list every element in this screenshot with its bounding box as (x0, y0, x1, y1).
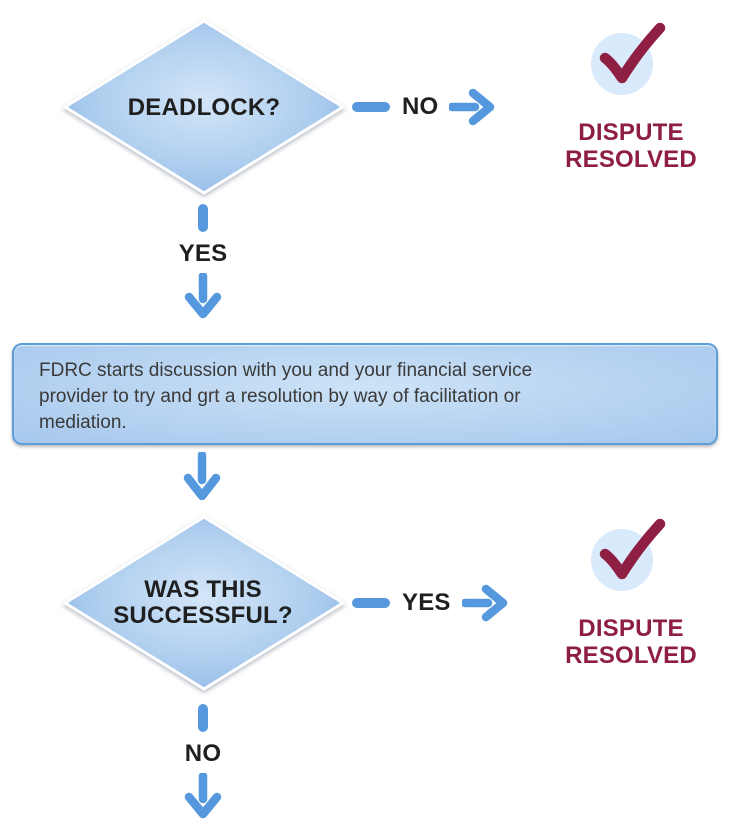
dispute-resolved-label: DISPUTE RESOLVED (565, 615, 697, 669)
no-branch-label: NO (402, 93, 439, 120)
connector-dash (352, 598, 390, 608)
success-yes-connector: YES (352, 584, 508, 622)
connector-dash (198, 204, 208, 232)
no-branch-label: NO (184, 740, 222, 767)
diamond-polygon (62, 19, 346, 195)
connector-dash (352, 102, 390, 112)
arrow-down-icon (184, 773, 222, 819)
successful-diamond-shape (62, 515, 346, 691)
successful-question: WAS THIS SUCCESSFUL? (113, 576, 293, 629)
process-box: FDRC starts discussion with you and your… (12, 343, 718, 445)
deadlock-diamond-shape (62, 19, 346, 195)
checkmark-badge (591, 518, 666, 591)
connector-dash (198, 704, 208, 732)
dispute-resolved-top: DISPUTE RESOLVED (555, 22, 707, 173)
arrow-down-icon (184, 273, 222, 319)
deadlock-no-connector: NO (352, 88, 495, 126)
arrow-right-icon (461, 584, 507, 622)
yes-branch-label: YES (178, 240, 228, 267)
dispute-resolved-bottom: DISPUTE RESOLVED (555, 518, 707, 669)
checkmark-icon (599, 22, 666, 84)
arrow-right-icon (449, 88, 495, 126)
checkmark-icon (599, 518, 666, 580)
deadlock-question: DEADLOCK? (127, 94, 281, 121)
process-text: FDRC starts discussion with you and your… (39, 360, 533, 433)
dispute-resolved-label: DISPUTE RESOLVED (565, 119, 697, 173)
diamond-polygon (62, 515, 346, 691)
yes-branch-label: YES (402, 589, 451, 616)
arrow-down-icon (183, 452, 221, 500)
checkmark-badge (591, 22, 666, 95)
success-no-connector: NO (169, 704, 237, 819)
deadlock-yes-connector: YES (169, 204, 237, 319)
